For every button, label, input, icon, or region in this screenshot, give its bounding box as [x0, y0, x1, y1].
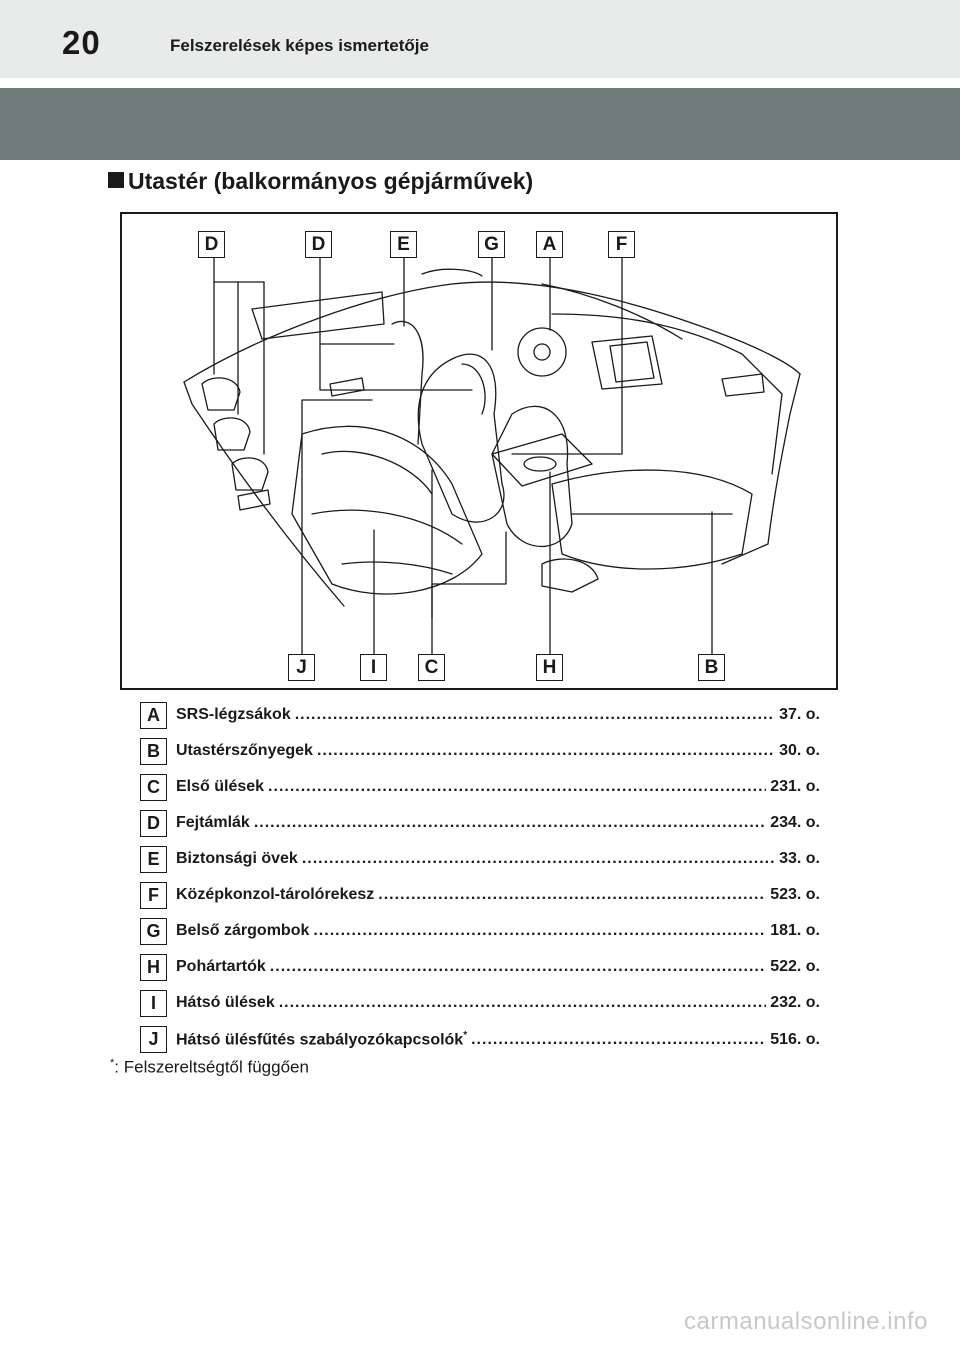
legend-page-ref: 181. o.: [770, 922, 820, 939]
callout-bottom-1: J: [288, 654, 315, 681]
legend-page-ref: 523. o.: [770, 886, 820, 903]
legend-item: B Utastérszőnyegek......................…: [140, 736, 820, 766]
leader-dots: ........................................…: [278, 994, 766, 1011]
section-banner: [0, 88, 960, 160]
legend-label: Középkonzol-tárolórekesz: [176, 886, 375, 903]
legend-letter: A: [140, 702, 167, 729]
leader-dots: ........................................…: [471, 1031, 766, 1049]
legend-page-ref: 231. o.: [770, 778, 820, 795]
legend-letter: F: [140, 882, 167, 909]
leader-dots: ........................................…: [301, 850, 776, 867]
car-interior-drawing: [183, 257, 801, 655]
legend-letter: E: [140, 846, 167, 873]
legend-page-ref: 232. o.: [770, 994, 820, 1011]
legend-label: Első ülések: [176, 778, 265, 795]
interior-illustration: D D E G A F J I C H B: [120, 212, 838, 690]
footnote-marker: *: [463, 1030, 468, 1041]
callout-top-2: D: [305, 231, 332, 258]
callout-bottom-4: H: [536, 654, 563, 681]
legend-label: Utastérszőnyegek: [176, 742, 313, 759]
footnote-marker: *: [110, 1057, 115, 1069]
legend-item: D Fejtámlák.............................…: [140, 808, 820, 838]
legend-letter: C: [140, 774, 167, 801]
legend-label: Biztonsági övek: [176, 850, 298, 867]
callout-top-3: E: [390, 231, 417, 258]
legend-item: C Első ülések...........................…: [140, 772, 820, 802]
legend-label: Hátsó ülések: [176, 994, 275, 1011]
callout-top-6: F: [608, 231, 635, 258]
legend-item: J Hátsó ülésfűtés szabályozókapcsolók*..…: [140, 1024, 820, 1054]
legend-page-ref: 33. o.: [779, 850, 820, 867]
legend-letter: B: [140, 738, 167, 765]
legend-letter: D: [140, 810, 167, 837]
leader-dots: ........................................…: [313, 922, 766, 939]
callout-top-5: A: [536, 231, 563, 258]
legend-letter: J: [140, 1026, 167, 1053]
legend-page-ref: 30. o.: [779, 742, 820, 759]
legend-label: Pohártartók: [176, 958, 266, 975]
legend-page-ref: 516. o.: [770, 1031, 820, 1049]
legend-label: Hátsó ülésfűtés szabályozókapcsolók*: [176, 1030, 467, 1049]
callout-bottom-5: B: [698, 654, 725, 681]
footnote-text: : Felszereltségtől függően: [114, 1057, 309, 1077]
leader-dots: ........................................…: [253, 814, 767, 831]
watermark: carmanualsonline.info: [684, 1308, 928, 1335]
legend-label: SRS-légzsákok: [176, 706, 291, 723]
section-title: Utastér (balkormányos gépjárművek): [108, 168, 533, 195]
legend-label: Belső zárgombok: [176, 922, 310, 939]
legend-item: F Középkonzol-tárolórekesz..............…: [140, 880, 820, 910]
leader-dots: ........................................…: [316, 742, 775, 759]
callout-bottom-3: C: [418, 654, 445, 681]
legend-page-ref: 37. o.: [779, 706, 820, 723]
leader-dots: ........................................…: [269, 958, 767, 975]
header-band: 20 Felszerelések képes ismertetője: [0, 0, 960, 78]
leader-dots: ........................................…: [378, 886, 766, 903]
section-bullet-icon: [108, 172, 124, 188]
callout-top-4: G: [478, 231, 505, 258]
legend-item: H Pohártartók...........................…: [140, 952, 820, 982]
legend-item: G Belső zárgombok.......................…: [140, 916, 820, 946]
legend-label-text: Hátsó ülésfűtés szabályozókapcsolók: [176, 1031, 464, 1049]
legend-letter: G: [140, 918, 167, 945]
callout-top-1: D: [198, 231, 225, 258]
legend-item: A SRS-légzsákok.........................…: [140, 700, 820, 730]
legend-item: E Biztonsági övek.......................…: [140, 844, 820, 874]
legend-page-ref: 234. o.: [770, 814, 820, 831]
legend-page-ref: 522. o.: [770, 958, 820, 975]
legend-letter: H: [140, 954, 167, 981]
leader-dots: ........................................…: [268, 778, 767, 795]
page-number: 20: [62, 24, 101, 61]
footnote: *: Felszereltségtől függően: [110, 1057, 309, 1078]
legend-item: I Hátsó ülések..........................…: [140, 988, 820, 1018]
legend-letter: I: [140, 990, 167, 1017]
leader-dots: ........................................…: [294, 706, 775, 723]
section-title-text: Utastér (balkormányos gépjárművek): [128, 168, 534, 194]
running-title: Felszerelések képes ismertetője: [170, 36, 429, 55]
legend-label: Fejtámlák: [176, 814, 250, 831]
callout-bottom-2: I: [360, 654, 387, 681]
